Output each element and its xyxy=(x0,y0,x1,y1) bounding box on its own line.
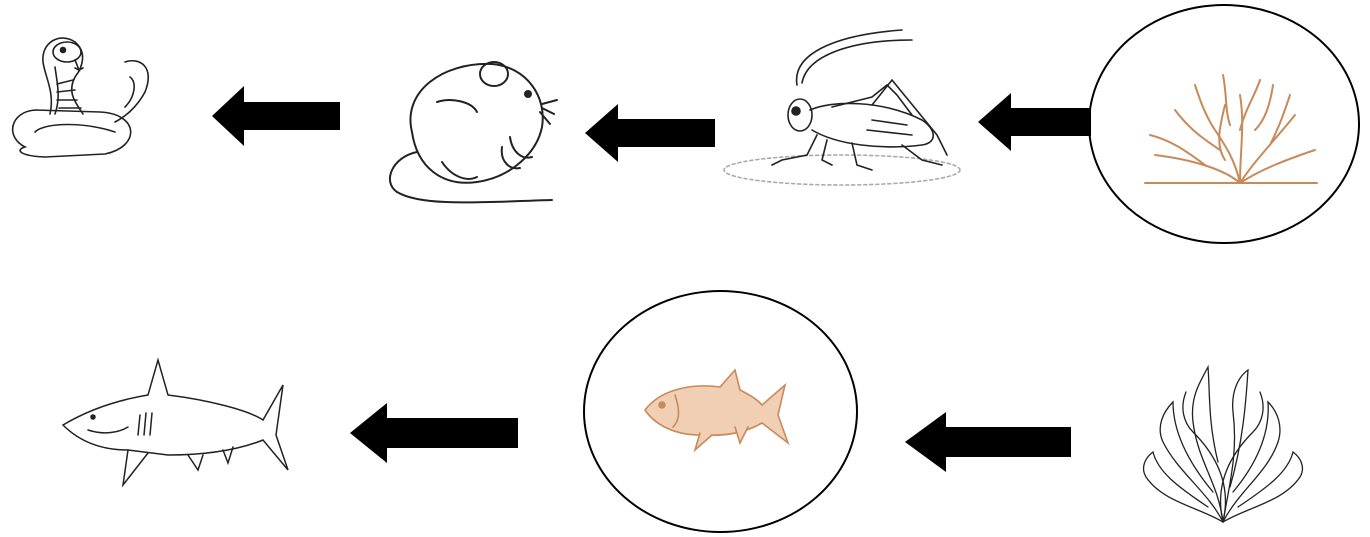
shark xyxy=(58,355,298,490)
shark-icon xyxy=(58,355,298,490)
fish xyxy=(640,365,790,455)
mouse-icon xyxy=(382,42,557,212)
arrow-left-icon xyxy=(212,86,342,146)
snake-icon xyxy=(5,22,155,162)
mouse xyxy=(382,42,557,212)
plant xyxy=(1145,70,1320,190)
plant-icon xyxy=(1145,70,1320,190)
seaweed-icon xyxy=(1138,362,1308,527)
grasshopper xyxy=(722,25,970,190)
seaweed xyxy=(1138,362,1308,527)
arrow-fish-to-shark xyxy=(350,403,520,463)
arrow-left-icon xyxy=(905,412,1073,472)
arrow-grasshopper-to-mouse xyxy=(585,104,717,162)
arrow-seaweed-to-fish xyxy=(905,412,1073,472)
arrow-left-icon xyxy=(350,403,520,463)
arrow-left-icon xyxy=(585,104,717,162)
arrow-mouse-to-snake xyxy=(212,86,342,146)
arrow-plant-to-grasshopper xyxy=(978,93,1093,151)
snake xyxy=(5,22,155,162)
grasshopper-icon xyxy=(722,25,970,190)
fish-icon xyxy=(640,365,790,455)
arrow-left-icon xyxy=(978,93,1093,151)
